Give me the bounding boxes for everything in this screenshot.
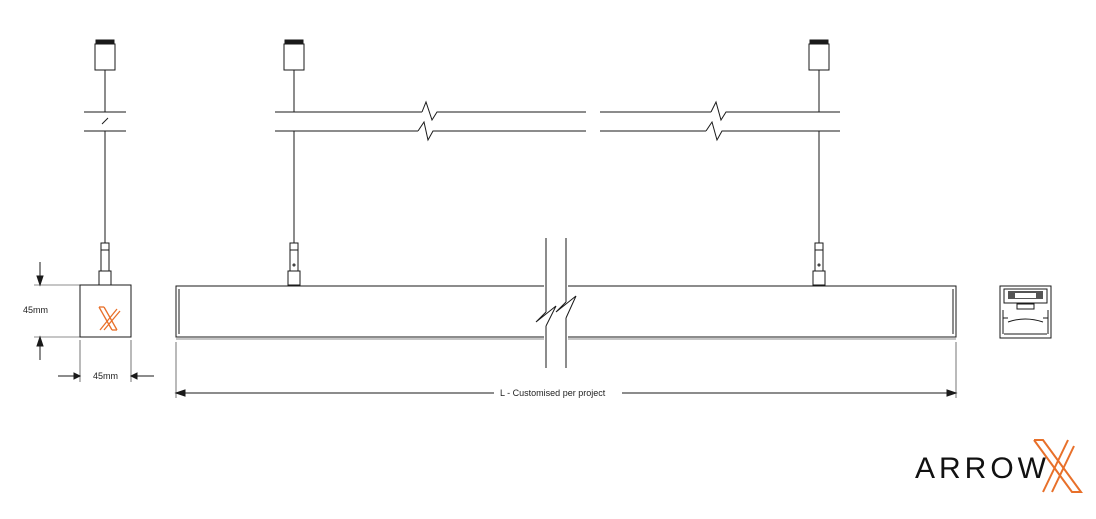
ceiling-canopy-left: [283, 43, 305, 71]
wire-gripper-left: [289, 242, 299, 272]
width-dimension-label: 45mm: [93, 371, 118, 381]
break-zigzag-left-bottom: [417, 120, 586, 142]
ceiling-canopy: [94, 43, 116, 71]
height-dimension-label: 45mm: [23, 305, 48, 315]
ceiling-cap-left-top: [284, 39, 304, 45]
side-view: [174, 39, 958, 398]
break-zigzag-left-top: [421, 100, 586, 122]
break-zigzag-right-bottom: [705, 120, 840, 142]
length-dimension-label: L - Customised per project: [500, 388, 606, 398]
profile-box: [79, 284, 132, 338]
gripper-base-right: [812, 270, 826, 286]
ceiling-cap-top: [95, 39, 115, 45]
section-outline: [999, 285, 1052, 339]
wire-gripper: [100, 242, 110, 272]
end-view: [34, 39, 154, 382]
diffuser: [1007, 318, 1044, 323]
x-logo-icon: [98, 306, 121, 331]
cross-section-view: [999, 285, 1052, 339]
gripper-base-left: [287, 270, 301, 286]
break-zigzag-right-top: [710, 100, 840, 122]
gripper-base: [98, 270, 112, 286]
arrow-x-logo-icon: [1033, 439, 1083, 493]
logo-text: ARROW: [915, 452, 1050, 485]
wire-gripper-right: [814, 242, 824, 272]
break-zigzag: [101, 117, 109, 125]
body-break-zigzag-left: [535, 305, 557, 327]
ceiling-canopy-right: [808, 43, 830, 71]
ceiling-cap-right-top: [809, 39, 829, 45]
body-break-zigzag-right: [555, 295, 577, 319]
brand-logo: ARROW: [915, 439, 1083, 493]
